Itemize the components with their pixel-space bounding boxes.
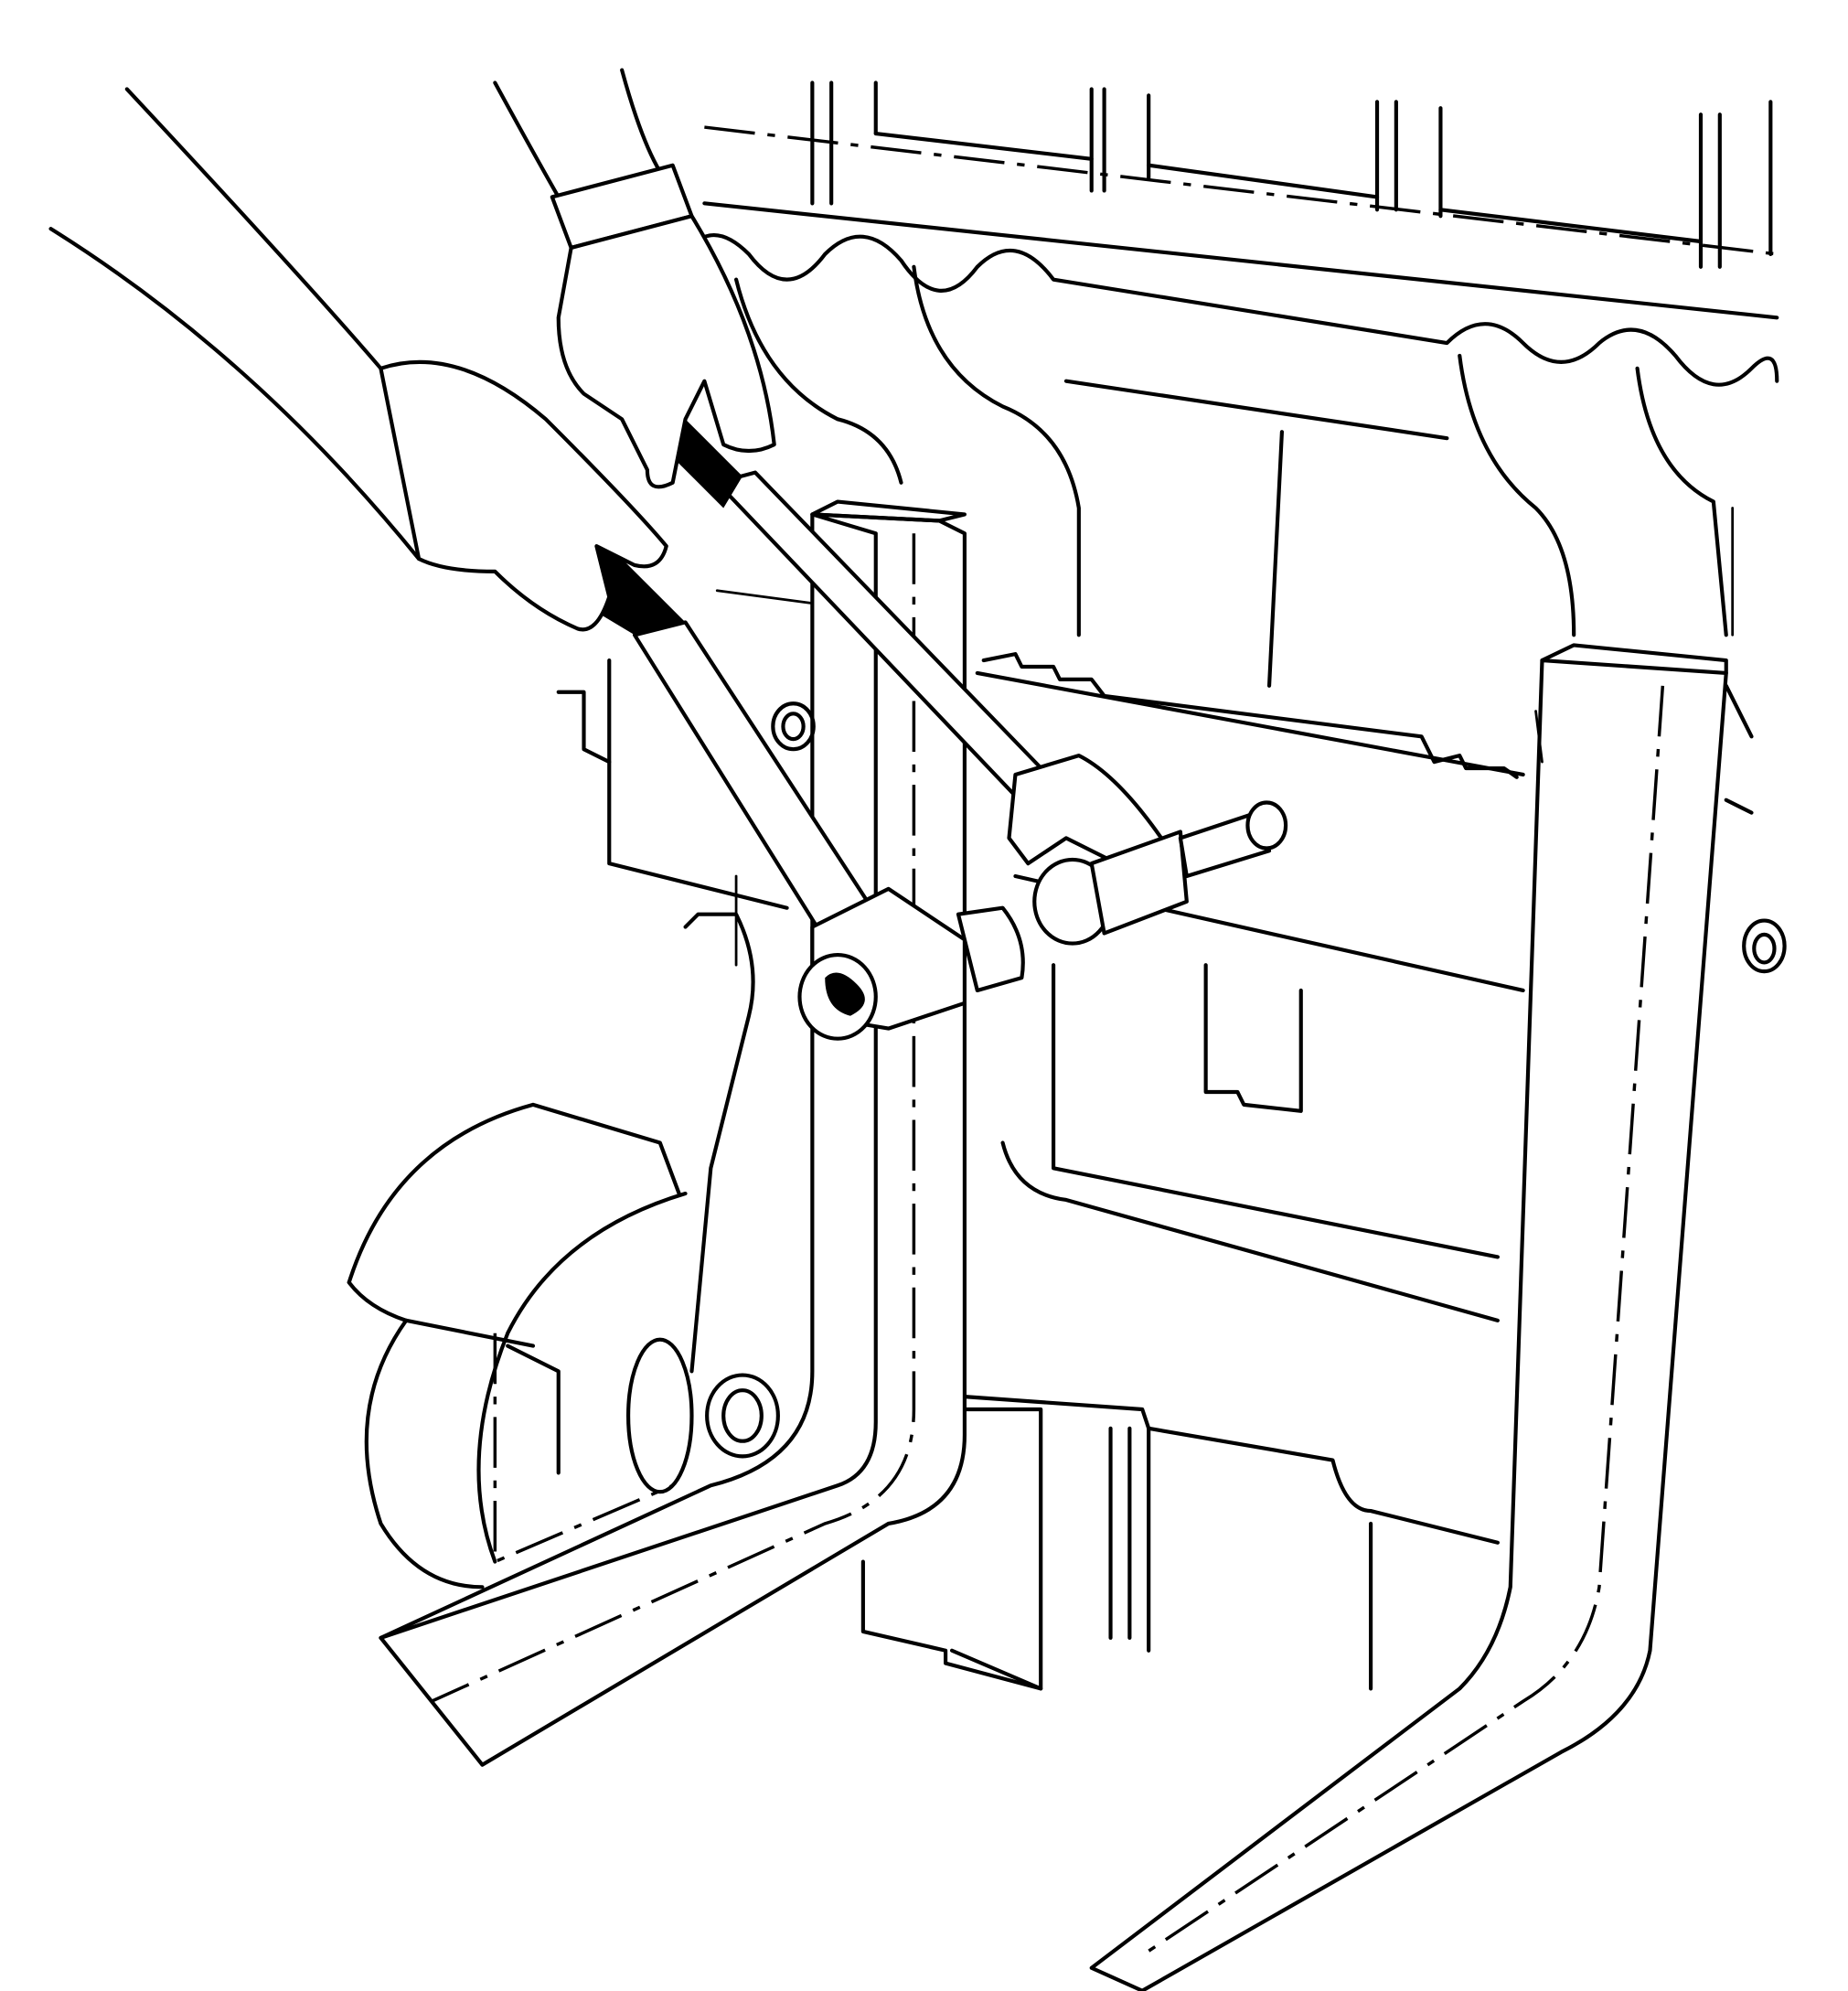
mast-top-frame (683, 80, 1779, 688)
right-fork (1089, 643, 1754, 1991)
fork-carriage-plate (556, 652, 1525, 1691)
hand-right (493, 68, 776, 489)
bushing-right (1742, 918, 1787, 974)
wheel (347, 1102, 694, 1590)
background-detail-lines (715, 507, 1735, 967)
hand-left (48, 87, 668, 632)
bushing-left (771, 701, 816, 752)
wrench-upper (672, 419, 1288, 946)
